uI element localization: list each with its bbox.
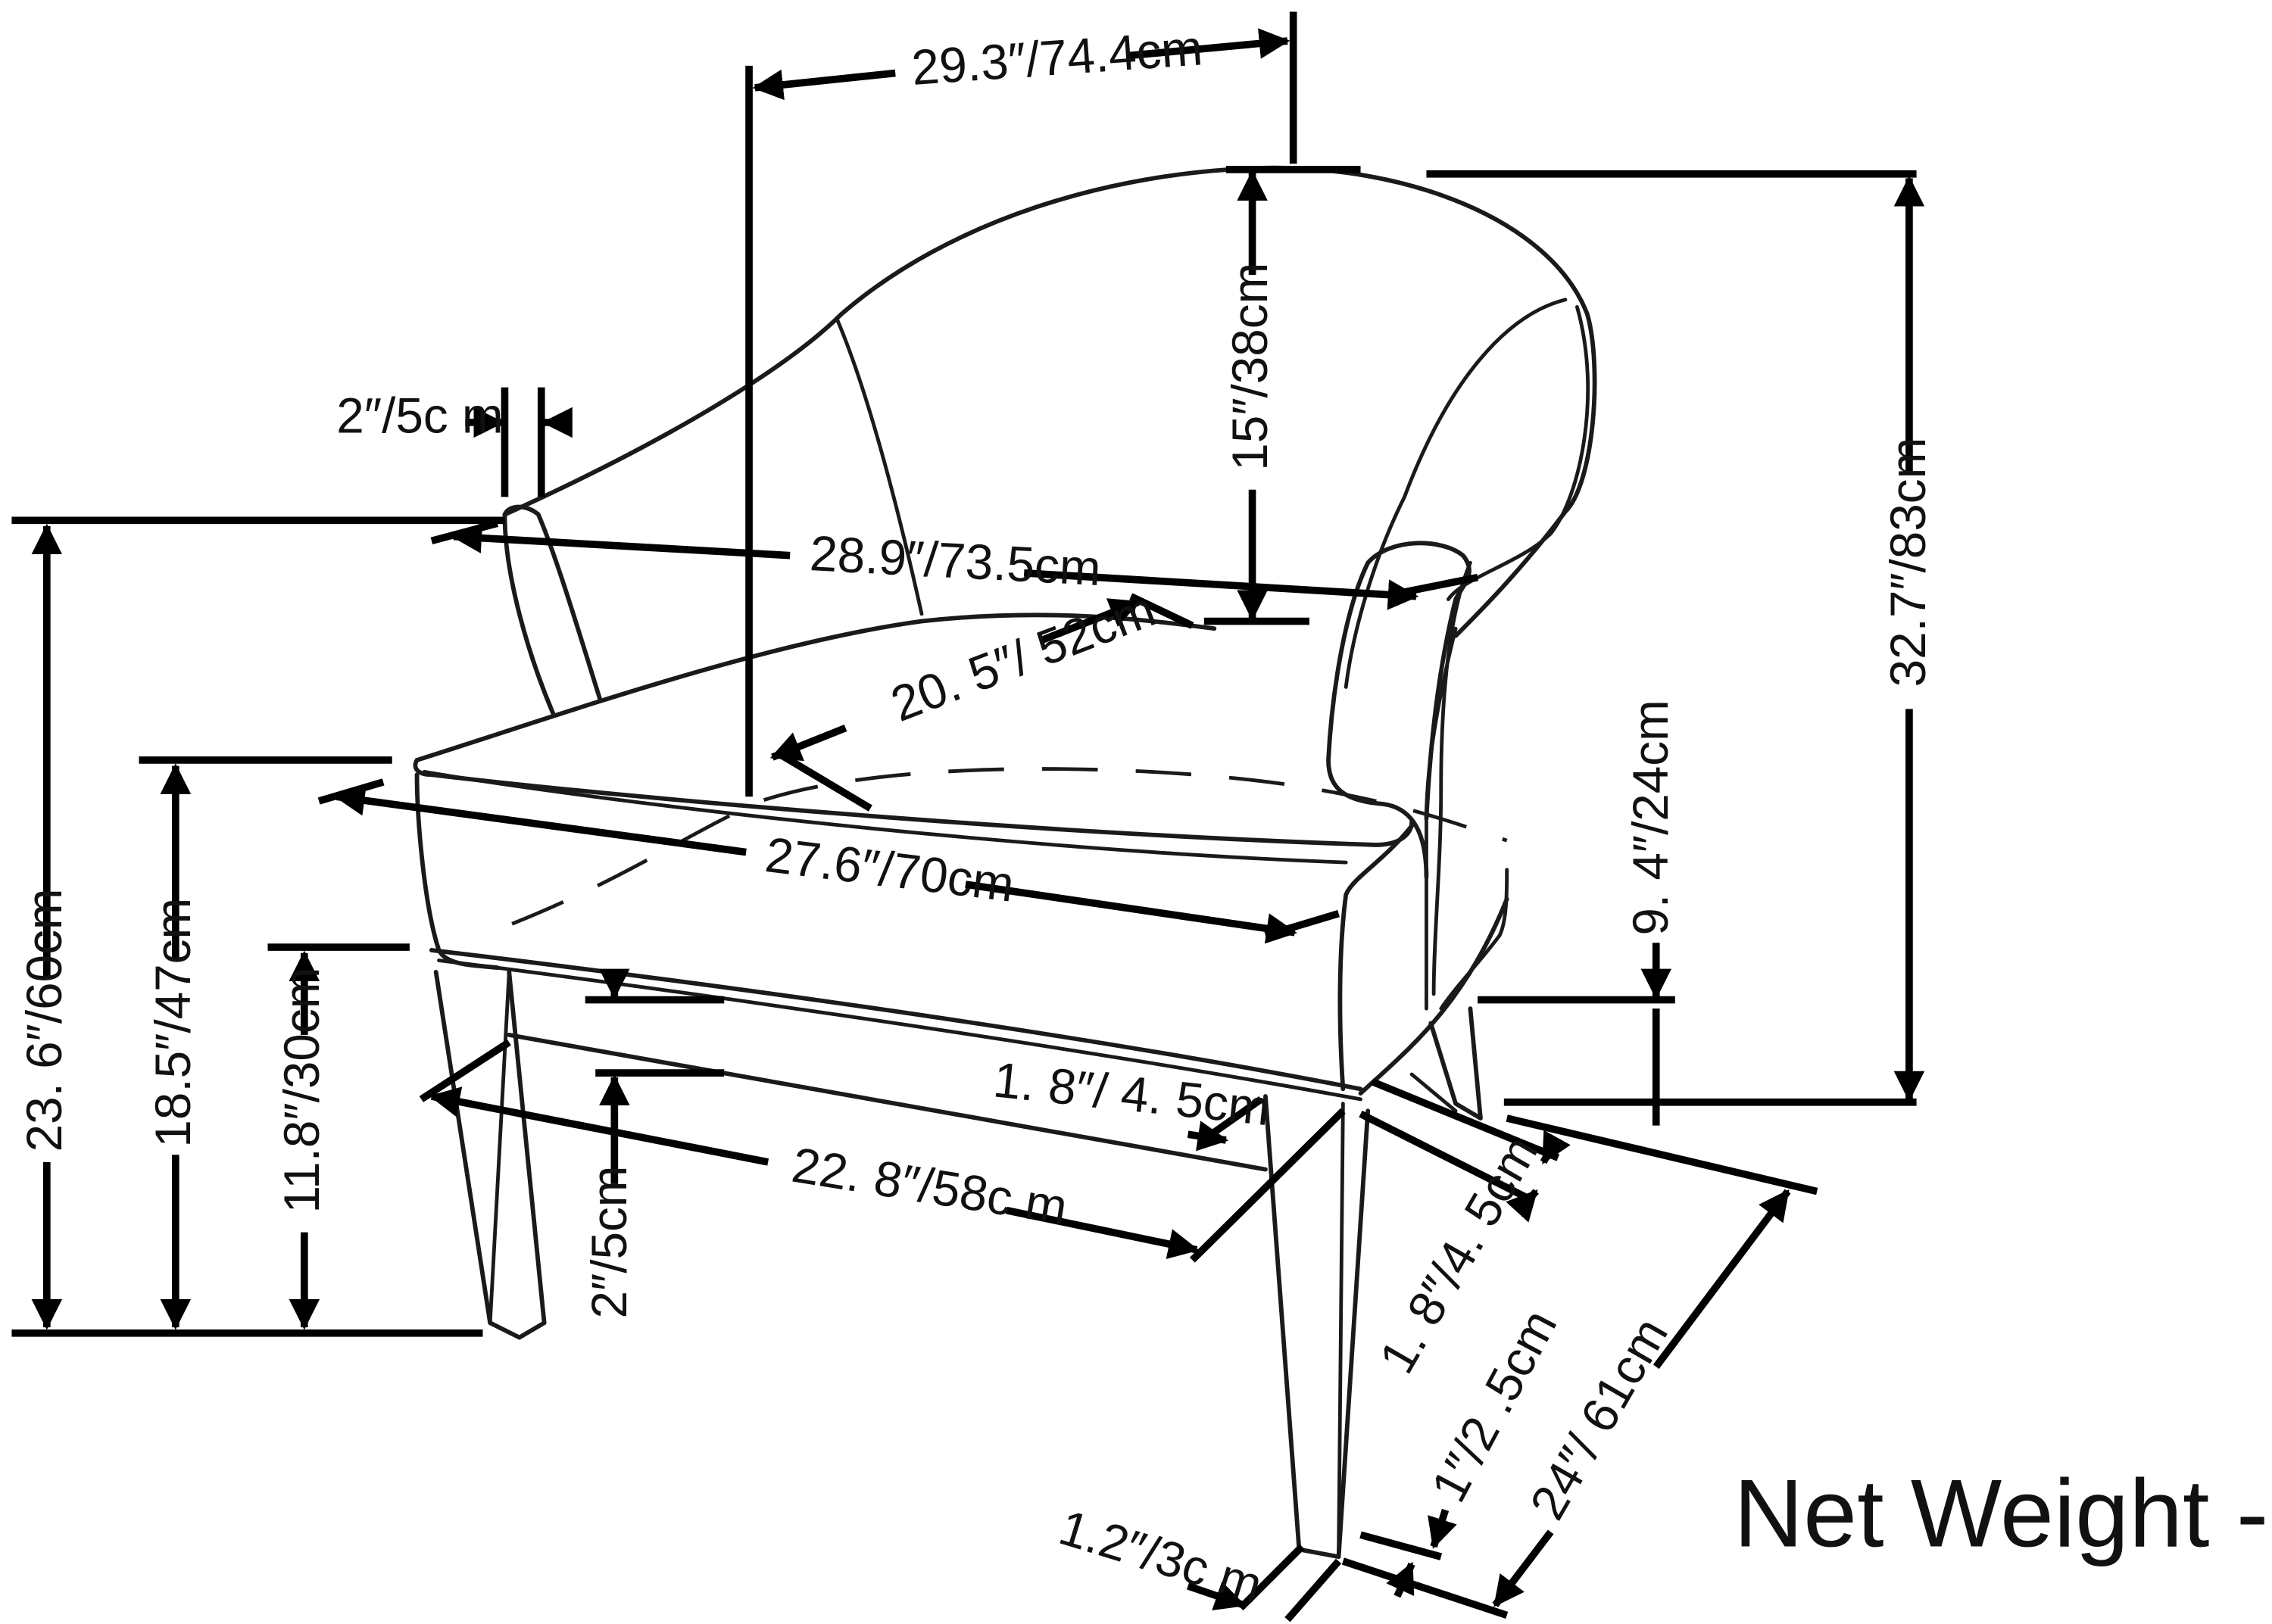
label-leg-clearance: 9. 4″/24cm [1623,700,1678,935]
label-back-height: 15″/38cm [1222,263,1278,471]
seat-right-face [1337,823,1415,1092]
right-arm-front [1326,560,1429,880]
right-side-panel [1425,626,1458,1011]
front-left-leg-edge [488,970,511,1325]
label-top-width: 29.3″/74.4cm [910,20,1204,95]
label-leg-span: 22. 8″/58c m [788,1137,1071,1235]
label-arm-height: 23. 6″/60cm [17,888,72,1152]
back-right-leg [1428,1006,1483,1121]
label-rail-thickness: 2″/5cm [582,1165,637,1318]
front-right-leg [1263,1094,1371,1560]
label-total-height: 32.7″/83cm [1880,438,1936,687]
label-seat-depth: 20. 5″/ 52cm [884,581,1163,731]
label-inner-arm-width: 28.9″/73.5cm [809,525,1103,596]
front-left-leg [433,970,547,1340]
label-leg-width: 1.2″/3c m [1053,1499,1269,1613]
front-right-leg-edge [1337,1102,1345,1559]
backrest-right-curve [1447,305,1590,601]
dimension-lines [11,11,1925,1622]
backrest-side-seam [1344,298,1568,689]
frame-right-inner [1439,868,1509,1011]
frame-top-inner [437,959,1362,1102]
backrest-inner [835,316,924,616]
frame-right [1358,896,1509,1096]
frame-top [429,948,1363,1092]
back-right-leg-inner [1409,1072,1458,1113]
right-arm-piping [1431,560,1472,996]
apron-rail [507,1033,1268,1172]
left-arm [502,504,602,701]
net-weight: Net Weight - 33 lbs [1734,1460,2272,1568]
dimension-labels: 29.3″/74.4cm 2″/5c m 28.9″/73.5cm 15″/38… [17,20,2272,1613]
seat-front-piping-lower [422,769,1348,865]
label-seat-height: 18.5″/47cm [145,898,201,1148]
label-arm-width: 2″/5c m [336,388,503,444]
seat-front-face [414,772,500,971]
label-frame-height: 11.8″/30cm [274,968,329,1214]
